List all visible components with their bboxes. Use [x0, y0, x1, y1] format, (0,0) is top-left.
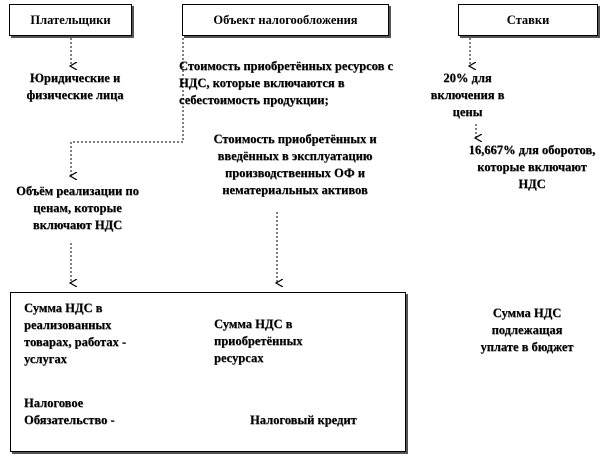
header-payers-label: Плательщики	[30, 12, 111, 27]
vat-sold-text: Сумма НДС в реализованных товарах, работ…	[24, 301, 127, 366]
payers-sales-volume-text: Объём реализации по ценам, которые включ…	[16, 184, 139, 232]
object-fixed-assets-text: Стоимость приобретённых и введённых в эк…	[213, 132, 377, 197]
tax-credit-text: Налоговый кредит	[250, 413, 357, 427]
header-rates-label: Ставки	[506, 12, 550, 27]
vat-purchased-text: Сумма НДС в приобретённых ресурсах	[214, 317, 303, 365]
header-object-box: Объект налогообложения	[182, 4, 389, 36]
rate-16-text: 16,667% для оборотов, которые включают Н…	[468, 143, 596, 191]
header-payers-box: Плательщики	[9, 4, 132, 36]
rate-20-text: 20% для включения в цены	[430, 71, 505, 119]
vat-payable-text: Сумма НДС подлежащая уплате в бюджет	[480, 306, 574, 354]
results-box	[10, 292, 406, 452]
tax-liability-text: Налоговое Обязательство -	[24, 396, 115, 427]
object-resources-text: Стоимость приобретённых ресурсов с НДС, …	[179, 59, 394, 107]
payers-entities-text: Юридические и физические лица	[26, 71, 124, 102]
header-rates-box: Ставки	[458, 4, 598, 36]
arrow-object-to-payers	[71, 38, 184, 176]
header-object-label: Объект налогообложения	[213, 12, 358, 27]
